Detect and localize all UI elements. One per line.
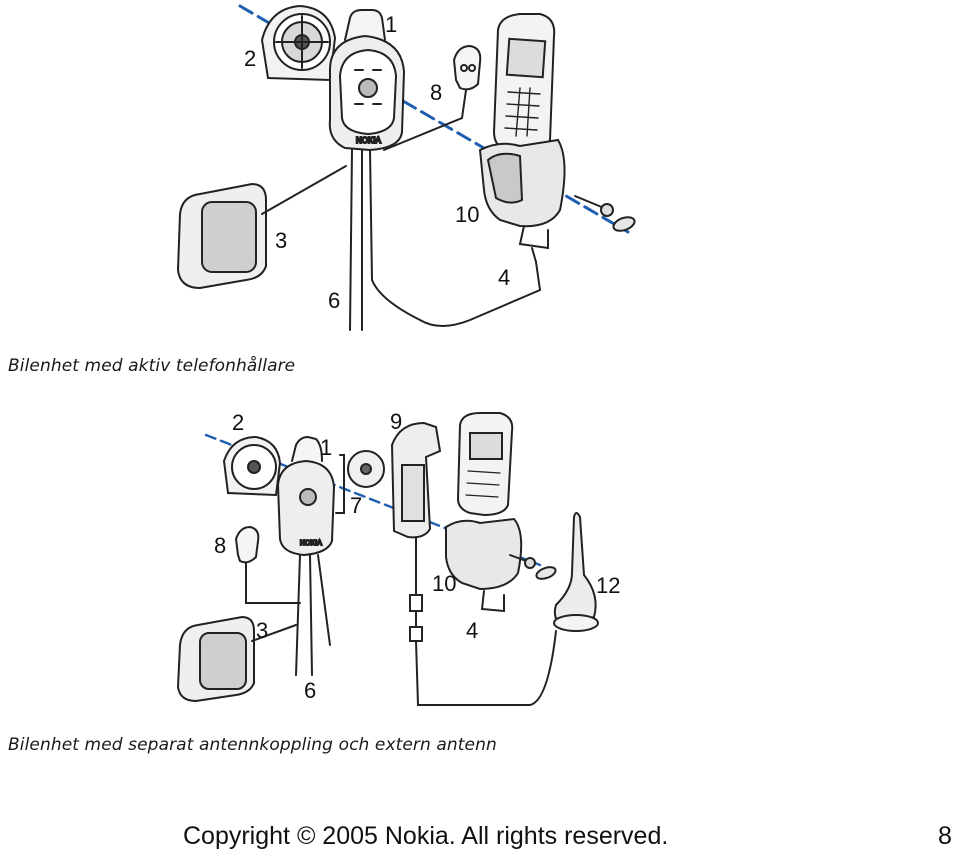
adapter-plate	[335, 450, 385, 514]
callout-6: 6	[304, 678, 316, 703]
callout-12: 12	[596, 573, 620, 598]
copyright-notice: Copyright © 2005 Nokia. All rights reser…	[183, 822, 669, 850]
callout-2: 2	[232, 410, 244, 435]
mute-connector	[234, 525, 301, 604]
callout-4: 4	[466, 618, 478, 643]
microphone-component	[222, 435, 282, 497]
mounting-screw	[509, 554, 557, 580]
mobile-phone	[456, 412, 514, 517]
callout-6: 6	[328, 288, 340, 313]
callout-4: 4	[498, 265, 510, 290]
callout-10: 10	[455, 202, 479, 227]
callout-8: 8	[430, 80, 442, 105]
mounting-screw	[574, 195, 636, 232]
car-kit-active-holder-diagram: NOKIA	[176, 4, 636, 331]
handsfree-unit: NOKIA	[276, 435, 336, 676]
callout-1: 1	[385, 12, 397, 37]
callout-1: 1	[320, 435, 332, 460]
page-number: 8	[938, 822, 952, 850]
callout-3: 3	[256, 618, 268, 643]
figure-1-caption: Bilenhet med aktiv telefonhållare	[8, 356, 296, 376]
callout-10: 10	[432, 571, 456, 596]
handsfree-unit: NOKIA	[328, 9, 406, 331]
mobile-phone	[492, 13, 556, 154]
callout-9: 9	[390, 409, 402, 434]
callout-3: 3	[275, 228, 287, 253]
callout-7: 7	[350, 493, 362, 518]
phone-holder	[478, 138, 566, 263]
external-antenna	[553, 512, 599, 632]
phone-holder	[445, 517, 523, 613]
loudspeaker	[176, 165, 347, 290]
mute-connector	[383, 44, 482, 151]
microphone-component	[260, 4, 337, 82]
cable-to-holder	[371, 261, 542, 327]
mounting-bracket	[390, 421, 557, 706]
car-kit-external-antenna-diagram: NOKIA	[176, 409, 620, 706]
brand-label: NOKIA	[300, 540, 322, 547]
figure-2-caption: Bilenhet med separat antennkoppling och …	[8, 735, 497, 755]
callout-8: 8	[214, 533, 226, 558]
brand-label: NOKIA	[356, 136, 382, 145]
loudspeaker	[176, 615, 297, 703]
callout-2: 2	[244, 46, 256, 71]
